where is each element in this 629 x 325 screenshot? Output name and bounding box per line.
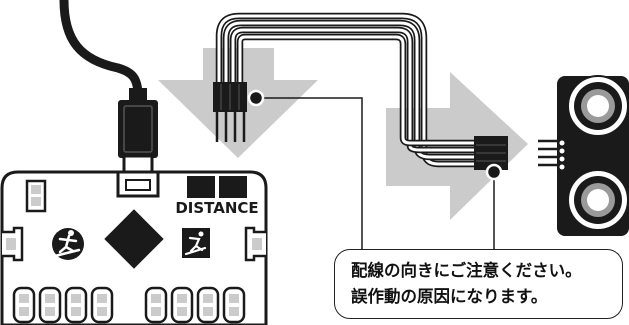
leader-dot-board	[247, 89, 265, 107]
snowboarder-icon	[52, 228, 84, 260]
usb-cable	[59, 0, 158, 174]
usb-plug-tip	[122, 154, 154, 174]
center-diamond	[104, 209, 164, 269]
right-side-connector	[244, 226, 266, 262]
usb-port	[116, 170, 160, 198]
sensor-transducer-top	[567, 75, 629, 137]
leader-dot-sensor	[485, 163, 503, 181]
warning-callout: 配線の向きにご注意ください。 誤作動の原因になります。	[334, 249, 623, 319]
callout-leaders	[256, 97, 495, 250]
distance-label: DISTANCE	[175, 199, 258, 217]
controller-board: DISTANCE	[0, 170, 268, 325]
skier-icon	[182, 228, 210, 258]
ribbon-cable	[215, 12, 480, 168]
board-side-connector	[213, 82, 247, 142]
ultrasonic-sensor	[557, 75, 629, 236]
usb-plug-body	[118, 100, 158, 158]
warning-line-2: 誤作動の原因になります。	[351, 287, 548, 306]
distance-port	[187, 176, 247, 198]
warning-line-1: 配線の向きにご注意ください。	[351, 261, 582, 280]
left-side-connector	[2, 226, 24, 262]
sensor-pins	[538, 139, 560, 167]
sensor-transducer-bottom	[567, 169, 629, 231]
